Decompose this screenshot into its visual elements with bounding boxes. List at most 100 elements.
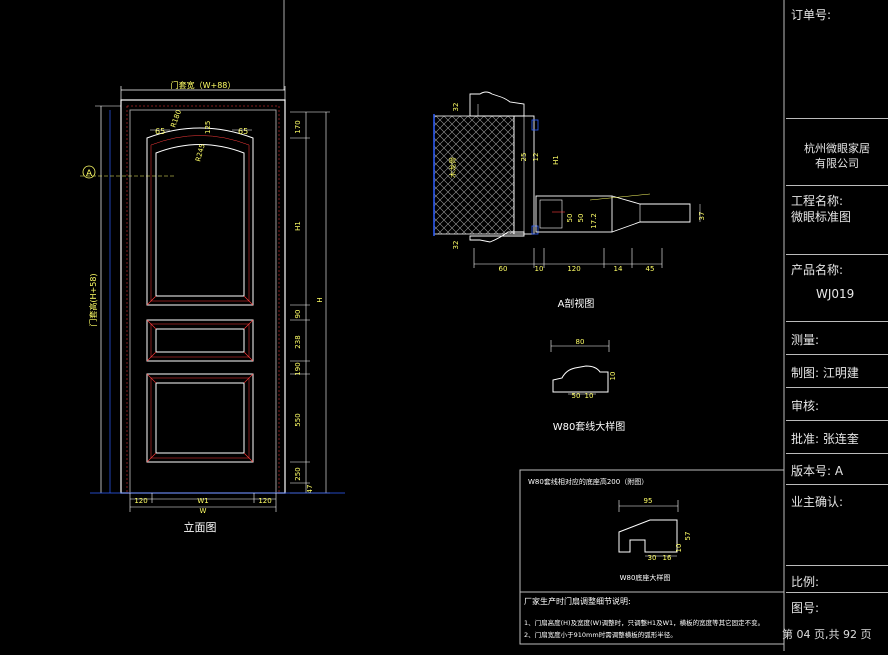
section-bottom-45: 45 [646, 265, 655, 273]
section-core-label: 木龙骨 [448, 157, 457, 178]
tb-survey: 测量: [786, 321, 888, 354]
section-bottom-10: 10 [535, 265, 544, 273]
note-line-1: 1、门扇高度(H)及宽度(W)调整时，只调整H1及W1，横板的宽度等其它固定不变… [524, 618, 764, 627]
drawing-no-label: 图号: [791, 601, 820, 615]
casing-title: W80套线大样图 [553, 420, 626, 433]
tb-owner-confirm: 业主确认: [786, 484, 888, 565]
section-marker-label: A [86, 169, 93, 179]
top-panel-inner [155, 144, 245, 297]
top-panel-outer [146, 127, 254, 306]
tb-reviewer: 审核: [786, 387, 888, 420]
order-no-label: 订单号: [791, 8, 832, 22]
base-dim-95: 95 [644, 497, 653, 505]
section-dim-37: 37 [698, 212, 706, 221]
project-value: 微眼标准图 [791, 210, 852, 224]
note-box-frame [519, 469, 785, 645]
right-dim-90a: 90 [294, 310, 302, 319]
section-dim-32-top: 32 [452, 103, 460, 112]
tb-drawing-no: 图号: [786, 592, 888, 619]
page-counter: 第 04 页,共 92 页 [782, 628, 872, 641]
right-dim-250: 250 [294, 467, 302, 480]
base-dim-10: 10 [675, 544, 683, 553]
section-bottom-120: 120 [567, 265, 580, 273]
dim-r245: R245 [194, 143, 206, 163]
survey-label: 测量: [791, 333, 820, 347]
section-dim-12: 12 [532, 153, 540, 162]
right-dim-550: 550 [294, 413, 302, 426]
casing-detail: 80 50 10 10 W80套线大样图 [550, 338, 626, 433]
drafter-label: 制图: 江明建 [791, 366, 859, 380]
height-label: 门套高(H+58) [88, 273, 98, 326]
right-dim-total: H [316, 297, 324, 302]
casing-dim-10b: 10 [609, 372, 617, 381]
middle-panel-outer [146, 319, 254, 362]
company-line-1: 杭州微眼家居 [804, 142, 870, 155]
section-marker-circle [82, 165, 96, 179]
dim-65-right: 65 [238, 127, 248, 136]
section-bottom-14: 14 [614, 265, 623, 273]
base-profile [618, 519, 678, 553]
reviewer-label: 审核: [791, 399, 820, 413]
section-core-hatch [433, 115, 515, 235]
tb-scale: 比例: [786, 565, 888, 592]
product-value: WJ019 [816, 287, 855, 301]
right-dim-238: 238 [294, 335, 302, 348]
door-elevation: 门套宽（W+88） 65 R180 125 65 R245 门套高(H+58) … [80, 80, 345, 534]
bottom-panel-outer [146, 373, 254, 463]
note-section-title: 厂家生产时门扇调整细节说明: [524, 596, 631, 606]
section-dim-h1: H1 [552, 155, 560, 165]
tb-product: 产品名称: WJ019 [786, 254, 888, 321]
company-line-2: 有限公司 [815, 157, 859, 170]
middle-panel-inner [155, 328, 245, 353]
bottom-dim-w1: W1 [197, 497, 208, 505]
section-bottom-60: 60 [499, 265, 508, 273]
bottom-dim-120-right: 120 [258, 497, 271, 505]
right-dim-47: 47 [306, 485, 314, 494]
bottom-panel-inner [155, 382, 245, 454]
casing-dim-50: 50 [572, 392, 581, 400]
note-box: W80套线相对应的底座高200（附图） 95 30 16 57 10 W80底座… [519, 469, 785, 645]
version-label: 版本号: A [791, 464, 844, 478]
tb-project: 工程名称: 微眼标准图 [786, 185, 888, 254]
top-panel-mid [150, 135, 250, 302]
section-leaf [535, 195, 613, 233]
right-dim-h1: H1 [294, 221, 302, 231]
tb-drafter: 制图: 江明建 [786, 354, 888, 387]
tb-approver: 批准: 张连奎 [786, 420, 888, 453]
tb-version: 版本号: A [786, 453, 888, 484]
note-line-2: 2、门扇宽度小于910mm时需调整横板的弧形半径。 [524, 630, 677, 639]
section-dim-50b: 50 [577, 214, 585, 223]
tb-company: 杭州微眼家居 有限公司 [786, 118, 888, 185]
product-label: 产品名称: [791, 263, 844, 277]
section-dim-50a: 50 [566, 214, 574, 223]
door-casing-inner [126, 105, 280, 494]
base-dim-30: 30 [648, 554, 657, 562]
door-leaf [129, 109, 277, 494]
project-label: 工程名称: [791, 194, 844, 208]
base-dim-16: 16 [663, 554, 672, 562]
right-dim-190: 190 [294, 362, 302, 375]
dim-r180: R180 [169, 109, 183, 129]
section-molding-bottom [469, 231, 525, 243]
middle-panel-mid [150, 323, 250, 358]
bottom-panel-mid [150, 377, 250, 459]
dim-125: 125 [204, 121, 212, 134]
section-dim-32-bottom: 32 [452, 241, 460, 250]
top-width-label: 门套宽（W+88） [171, 80, 236, 90]
elevation-title: 立面图 [184, 520, 217, 534]
casing-profile [552, 365, 609, 393]
approver-label: 批准: 张连奎 [791, 432, 859, 446]
base-title: W80底座大样图 [620, 573, 671, 582]
section-dim-17: 17.2 [590, 213, 598, 229]
section-molding-top [469, 91, 525, 117]
bottom-dim-w: W [200, 507, 207, 515]
section-title: A剖视图 [558, 297, 595, 310]
note-header: W80套线相对应的底座高200（附图） [528, 477, 648, 486]
section-dim-25: 25 [520, 153, 528, 162]
tb-order-no: 订单号: [786, 0, 888, 118]
section-a-view: 木龙骨 32 32 25 12 H1 17.2 50 50 37 [433, 91, 706, 310]
bottom-dim-120-left: 120 [134, 497, 147, 505]
casing-dim-80: 80 [576, 338, 585, 346]
